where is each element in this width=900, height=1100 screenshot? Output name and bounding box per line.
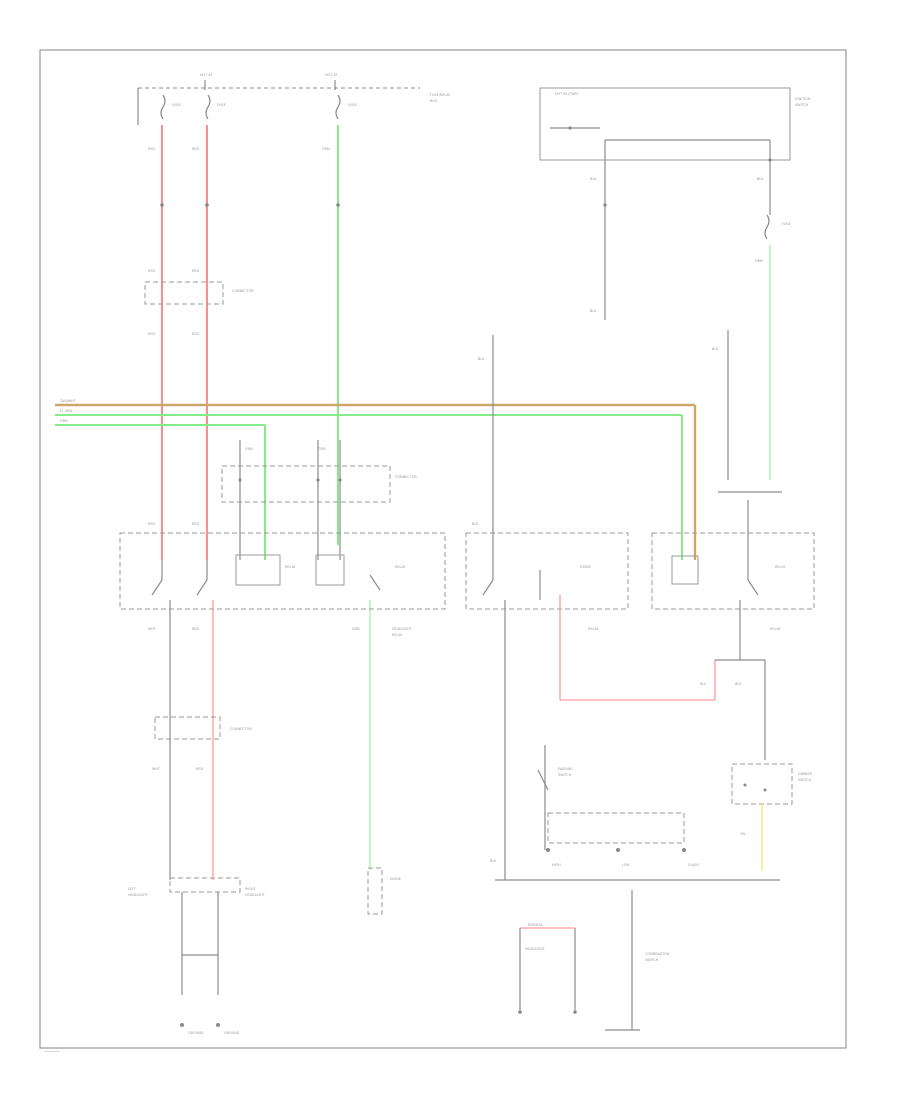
svg-text:RED: RED [148,332,155,336]
svg-text:YEL: YEL [740,832,746,836]
component-green-lower: DIODE [367,867,401,915]
svg-text:FUSE: FUSE [348,103,357,107]
svg-text:HEADLIGHT: HEADLIGHT [128,893,149,897]
headlight-relay-box: RELAY RELAY HEADLIGHT RELAY RED RED [119,522,446,637]
svg-text:FUSE/RELAY: FUSE/RELAY [430,93,451,97]
svg-text:RED/BLK: RED/BLK [528,923,543,927]
svg-text:RELAY: RELAY [285,565,297,569]
svg-text:SWITCH: SWITCH [795,103,809,107]
svg-text:RELAY: RELAY [392,633,404,637]
relay-box-right: RELAY RELAY [651,500,815,631]
headlamps: LEFT HEADLIGHT RIGHT HEADLIGHT GROUND GR… [128,877,266,1035]
svg-text:GRN: GRN [60,419,68,423]
svg-text:TAN/WHT: TAN/WHT [59,399,77,403]
svg-text:DIODE: DIODE [390,877,401,881]
svg-text:RELAY: RELAY [775,565,787,569]
svg-text:FUSE: FUSE [217,103,226,107]
svg-text:RED: RED [192,147,199,151]
svg-text:BLK: BLK [590,177,597,181]
fuse-block-top-left: FUSE FUSE FUSE HOT AT HOT AT FUSE/RELAY … [137,73,451,125]
corner-label: ———— [44,1049,60,1054]
svg-text:FLASH: FLASH [688,863,699,867]
svg-text:HEADLIGHT: HEADLIGHT [525,947,546,951]
svg-text:RED: RED [192,332,199,336]
svg-text:FUSE: FUSE [782,222,791,226]
svg-text:SWITCH: SWITCH [798,778,812,782]
svg-text:BLK: BLK [712,347,719,351]
svg-text:DIODE: DIODE [580,565,591,569]
svg-text:RED: RED [148,269,155,273]
svg-text:GRN: GRN [755,259,763,263]
ignition-switch-area: HOT IN START IGNITION SWITCH FUSE BLK BL… [539,87,811,320]
svg-text:BLK: BLK [735,682,742,686]
svg-text:LOW: LOW [622,863,630,867]
svg-text:PASSING: PASSING [558,767,573,771]
combination-switch-bottom: RED/BLK COMBINATION SWITCH HEADLIGHT [518,890,670,1031]
svg-text:HIGH: HIGH [552,863,561,867]
svg-text:CONNECTOR: CONNECTOR [230,727,252,731]
svg-text:RED: RED [196,767,203,771]
svg-text:RELAY: RELAY [770,627,782,631]
svg-text:BLK: BLK [478,357,485,361]
svg-text:RELAY: RELAY [395,565,407,569]
svg-text:DIMMER: DIMMER [798,772,813,776]
svg-text:WHT: WHT [152,767,161,771]
svg-text:BLK: BLK [757,177,764,181]
svg-text:RELAY: RELAY [588,627,600,631]
svg-text:RED: RED [192,269,199,273]
svg-text:HEADLIGHT: HEADLIGHT [392,627,413,631]
svg-text:GRN: GRN [318,447,326,451]
svg-text:COMBINATION: COMBINATION [645,952,670,956]
svg-text:BOX: BOX [430,99,438,103]
svg-text:RED: RED [192,627,199,631]
svg-text:GROUND: GROUND [188,1031,204,1035]
passing-switch: PASSING SWITCH HIGH LOW FLASH BLK [490,600,780,881]
svg-text:LT GRN: LT GRN [60,409,73,413]
svg-text:SWITCH: SWITCH [645,958,659,962]
svg-text:GROUND: GROUND [224,1031,240,1035]
svg-text:LEFT: LEFT [128,887,137,891]
svg-text:HEADLIGHT: HEADLIGHT [245,893,266,897]
connector-left-upper: CONNECTOR RED RED RED RED [144,269,254,336]
switch-right: DIMMER SWITCH [731,763,813,805]
relay-box-mid-left: CONNECTOR GRN GRN [221,440,417,560]
svg-text:GRN: GRN [352,627,360,631]
svg-text:BLK: BLK [490,859,497,863]
svg-text:BLK: BLK [590,309,597,313]
svg-text:RED: RED [148,522,155,526]
bus-lines: TAN/WHT LT GRN GRN [55,399,697,560]
relay-box-center: DIODE BLK BLK RELAY [465,335,629,631]
svg-text:RIGHT: RIGHT [245,887,257,891]
connector-left-lower: CONNECTOR WHT RED [152,716,252,771]
svg-text:IGNITION: IGNITION [795,97,811,101]
svg-text:HOT AT: HOT AT [200,73,213,77]
svg-text:GRN: GRN [245,447,253,451]
svg-text:CONNECTOR: CONNECTOR [232,289,254,293]
svg-text:RED: RED [148,147,155,151]
svg-text:HOT IN START: HOT IN START [555,92,579,96]
svg-text:FUSE: FUSE [172,103,181,107]
svg-text:HOT AT: HOT AT [325,73,338,77]
svg-text:BLK: BLK [472,522,479,526]
svg-text:SWITCH: SWITCH [558,773,572,777]
svg-text:BLK: BLK [700,682,707,686]
svg-text:GRN: GRN [322,147,330,151]
diagram-frame [39,49,847,1049]
svg-text:WHT: WHT [148,627,157,631]
svg-text:RED: RED [192,522,199,526]
svg-text:CONNECTOR: CONNECTOR [395,475,417,479]
